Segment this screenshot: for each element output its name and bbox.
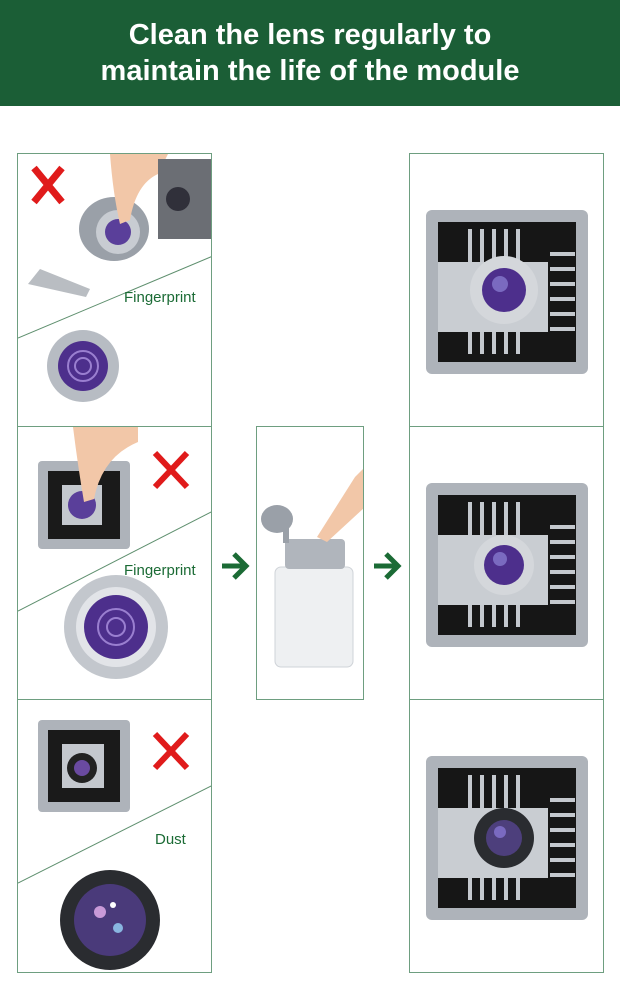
- fingerprint-illustration-1: [18, 154, 211, 402]
- clean-module-panel-3: [409, 699, 604, 973]
- fingerprint-illustration-2: [18, 427, 211, 679]
- panel-label: Fingerprint: [124, 289, 196, 306]
- dust-illustration: [18, 720, 211, 970]
- clean-module-panel-2: [409, 426, 604, 700]
- clean-module-illustration: [426, 210, 588, 374]
- panel-label: Dust: [155, 831, 186, 848]
- page-header: Clean the lens regularly to maintain the…: [0, 0, 620, 106]
- clean-module-panel-1: [409, 153, 604, 427]
- arrow-right-icon: [374, 552, 402, 580]
- fingerprint-panel-2: Fingerprint: [17, 426, 212, 700]
- x-icon: [31, 165, 65, 205]
- fingerprint-panel-1: Fingerprint: [17, 153, 212, 427]
- dust-panel: Dust: [17, 699, 212, 973]
- clean-module-illustration: [426, 483, 588, 647]
- clean-module-illustration: [426, 756, 588, 920]
- arrow-right-icon: [222, 552, 250, 580]
- x-icon: [152, 731, 190, 771]
- header-line-1: Clean the lens regularly to: [128, 19, 492, 51]
- header-line-2: maintain the life of the module: [100, 55, 520, 87]
- cleaning-solution-panel: [256, 426, 364, 700]
- x-icon: [152, 450, 190, 490]
- panel-label: Fingerprint: [124, 562, 196, 579]
- cleaning-bottle-illustration: [261, 469, 363, 668]
